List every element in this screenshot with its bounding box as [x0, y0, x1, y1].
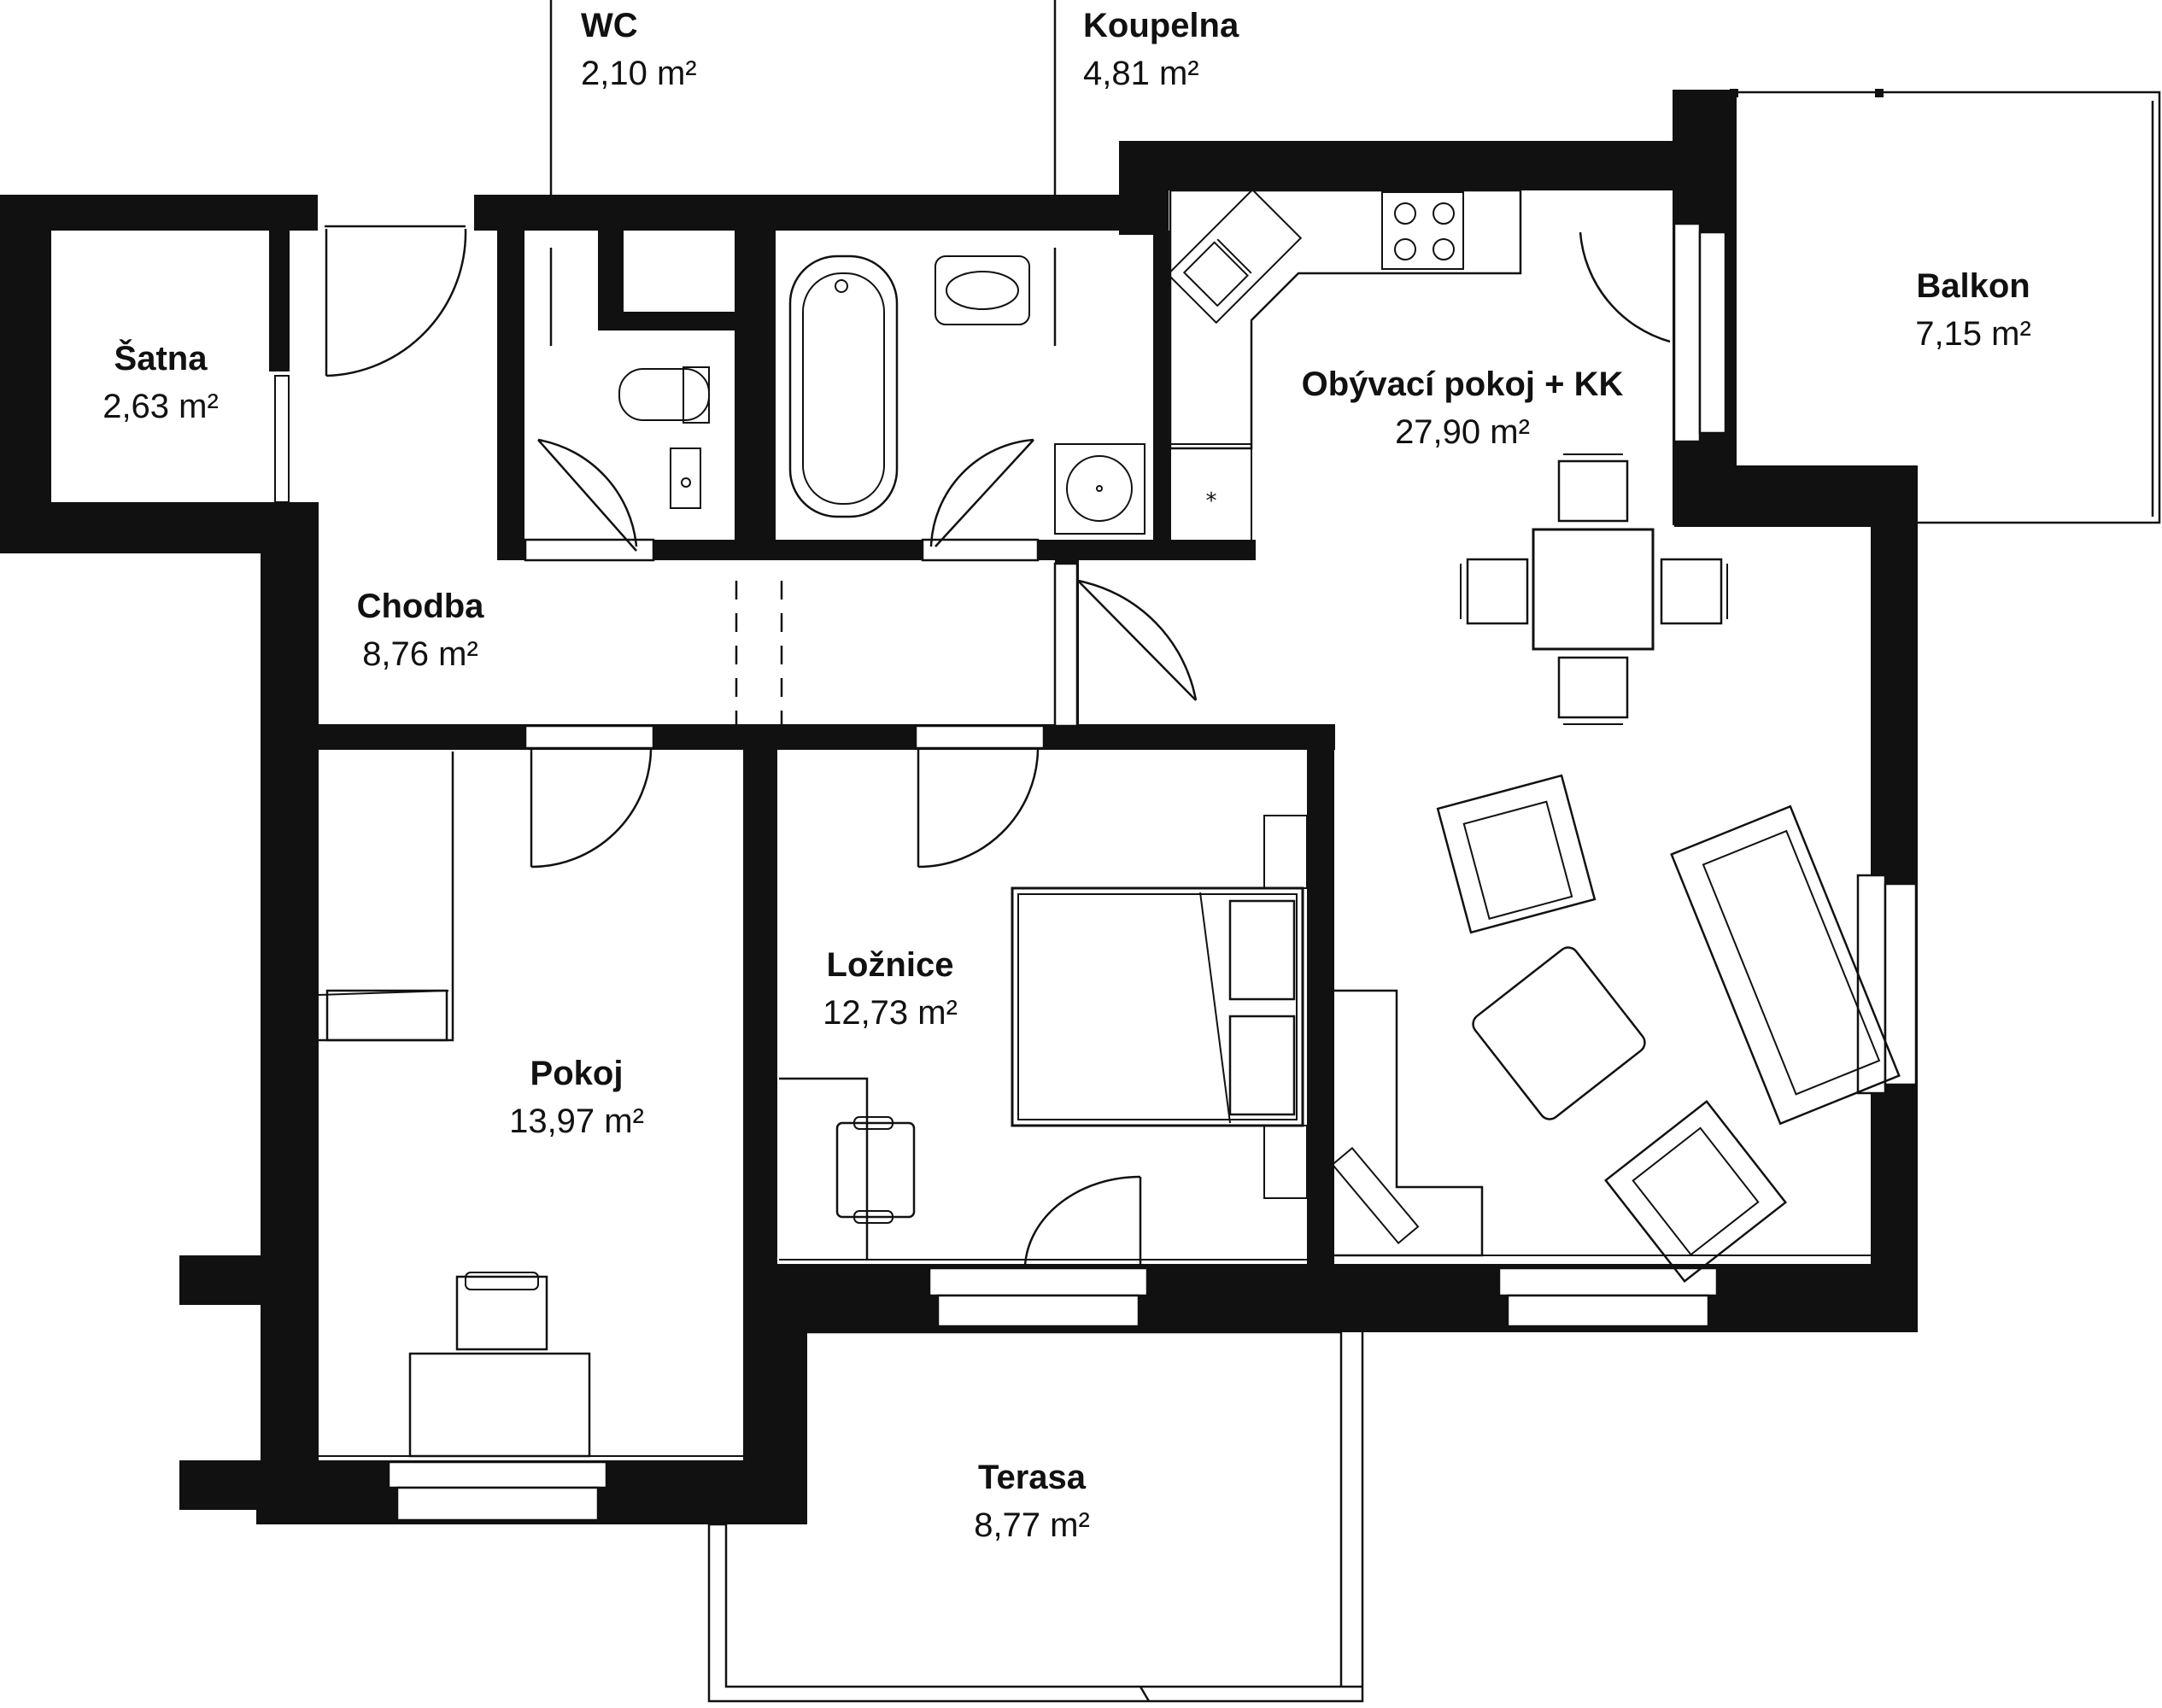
room-furniture: [318, 752, 743, 1458]
room-name: Balkon: [1916, 267, 2030, 305]
room-name: Obývací pokoj + KK: [1301, 366, 1624, 403]
room-area: 2,63 m²: [103, 388, 219, 425]
room-area: 12,73 m²: [823, 994, 958, 1032]
room-label-koupelna: Koupelna 4,81 m²: [1083, 4, 1239, 95]
balcony-rail: [1730, 89, 2161, 524]
room-area: 2,10 m²: [581, 55, 697, 92]
doors: [274, 228, 1671, 1266]
wc-fixtures: [618, 366, 710, 509]
room-area: 8,76 m²: [362, 635, 478, 673]
room-label-wc: WC 2,10 m²: [581, 4, 697, 95]
bathroom-fixtures: [788, 254, 1145, 535]
room-label-obyvaci-pokoj: Obývací pokoj + KK 27,90 m²: [1302, 363, 1624, 453]
room-name: Šatna: [114, 340, 208, 377]
svg-text:*: *: [1206, 488, 1217, 514]
room-label-terasa: Terasa 8,77 m²: [974, 1456, 1090, 1547]
living-furniture: [1331, 774, 1901, 1284]
room-area: 4,81 m²: [1083, 55, 1199, 92]
room-label-satna: Šatna 2,63 m²: [103, 337, 219, 428]
windows: [318, 198, 1918, 1522]
room-name: Terasa: [977, 1459, 1087, 1496]
room-label-balkon: Balkon 7,15 m²: [1915, 265, 2031, 355]
room-label-chodba: Chodba 8,76 m²: [357, 585, 484, 676]
walls: [0, 90, 1918, 1524]
room-name: Pokoj: [530, 1055, 624, 1092]
room-name: Ložnice: [826, 946, 954, 984]
dining-set: [1460, 453, 1728, 725]
bedroom-furniture: [779, 815, 1308, 1261]
room-name: Koupelna: [1083, 7, 1239, 44]
room-area: 27,90 m²: [1395, 413, 1530, 451]
room-area: 8,77 m²: [974, 1506, 1090, 1544]
room-area: 7,15 m²: [1915, 315, 2031, 353]
terrace-rail: [707, 1331, 1364, 1703]
room-label-loznice: Ložnice 12,73 m²: [823, 944, 958, 1034]
room-label-pokoj: Pokoj 13,97 m²: [509, 1052, 644, 1143]
kitchen-fixtures: *: [1166, 188, 1522, 547]
room-area: 13,97 m²: [509, 1103, 644, 1140]
room-name: WC: [581, 7, 638, 44]
room-name: Chodba: [356, 588, 484, 625]
